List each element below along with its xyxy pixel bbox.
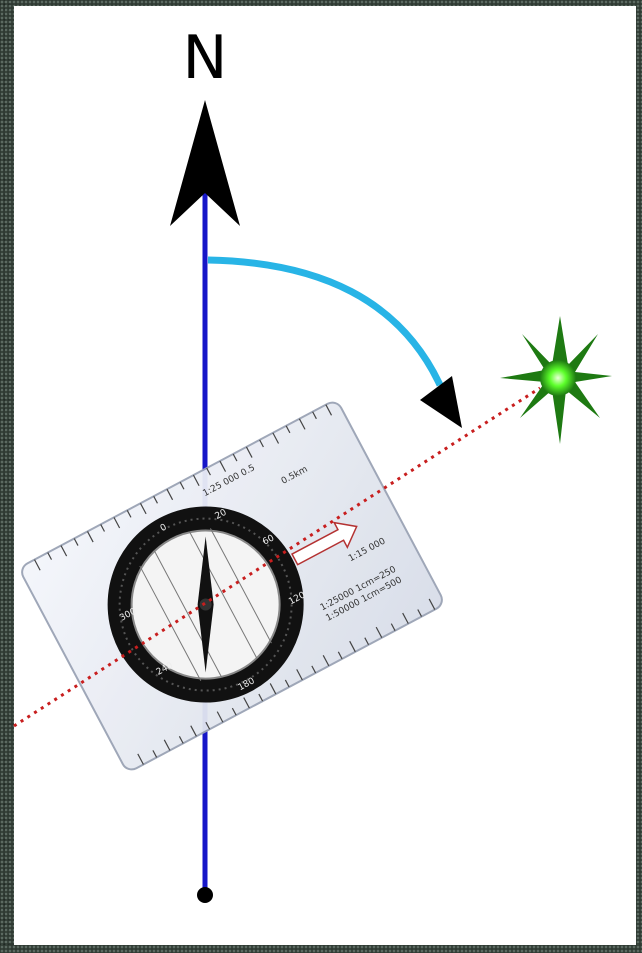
origin-dot-icon — [197, 887, 213, 903]
target-star-icon — [500, 316, 612, 444]
baseplate-compass-icon: 1:25 000 0.5 0.5km 1:15 000 1:25000 1cm=… — [19, 399, 446, 773]
bearing-arc — [208, 260, 440, 385]
north-label: N — [183, 23, 228, 93]
